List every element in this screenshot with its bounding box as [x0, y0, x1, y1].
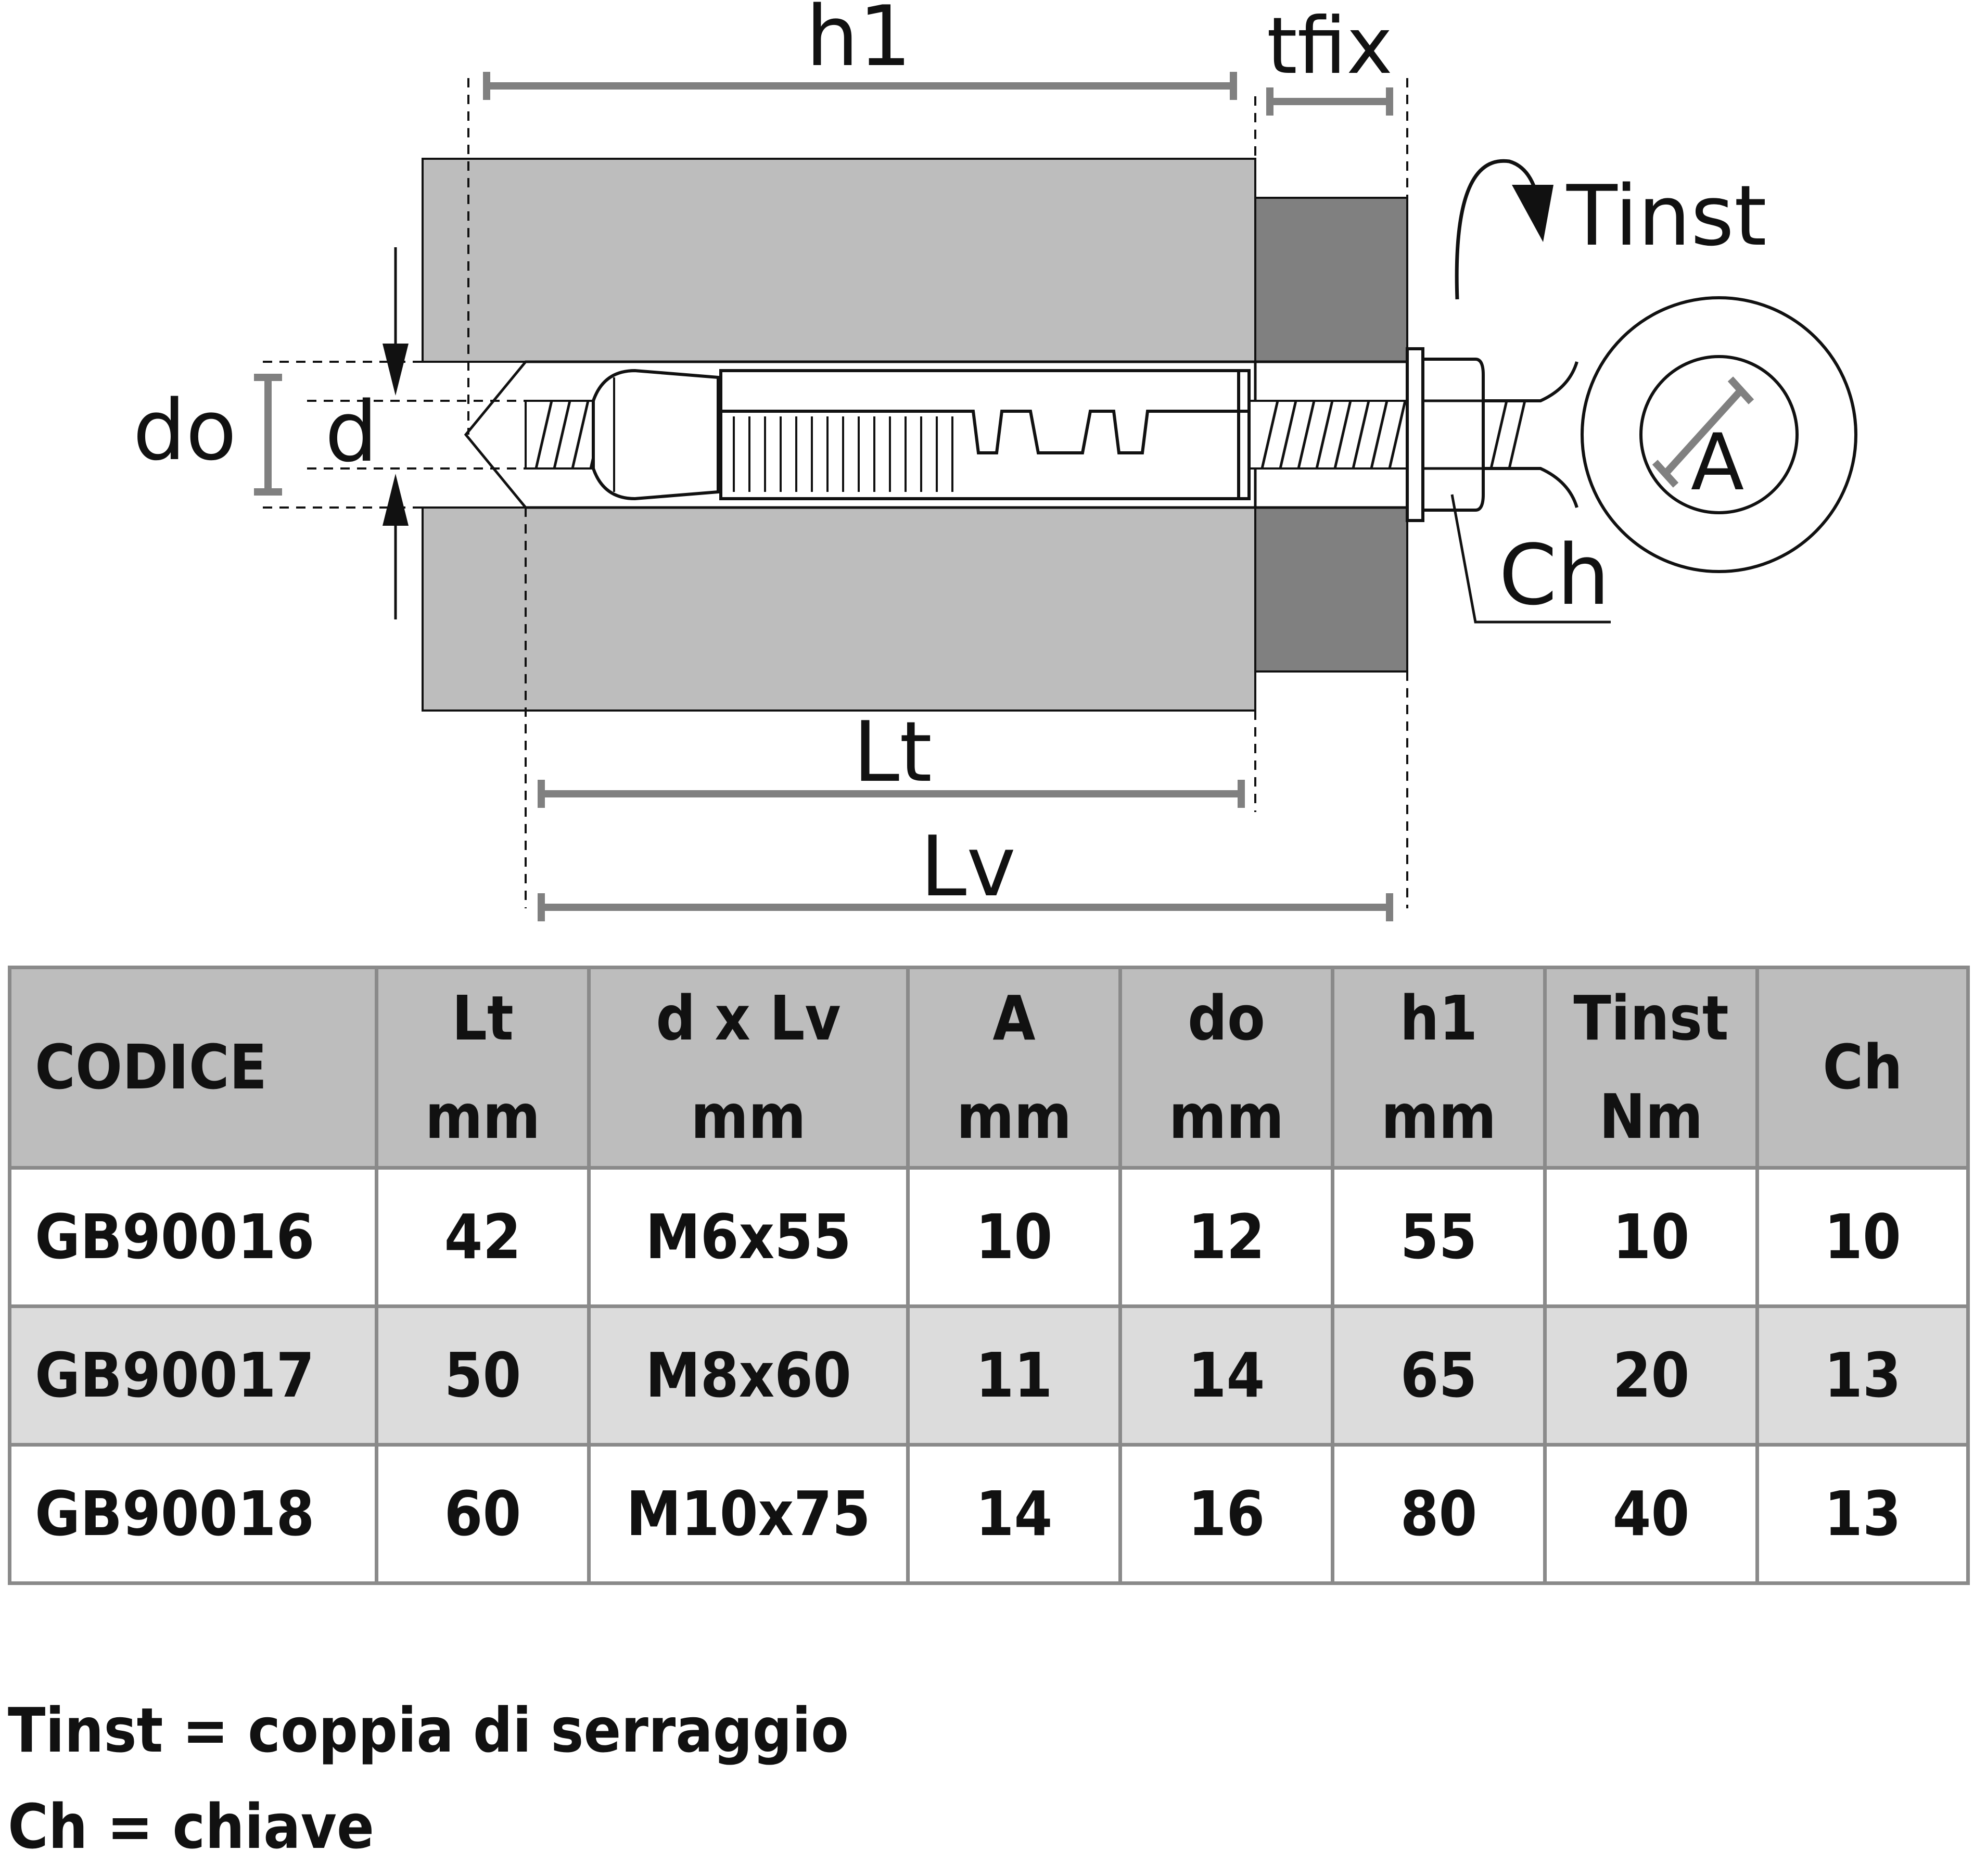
- cell-do: 14: [1118, 1304, 1334, 1447]
- cell-tinst: 20: [1543, 1304, 1759, 1447]
- cell-ch: 13: [1755, 1442, 1970, 1586]
- dimension-h1: [483, 72, 1237, 100]
- expansion-cone: [592, 369, 720, 501]
- cell-a: 10: [906, 1165, 1122, 1308]
- d-arrow-up: [383, 474, 409, 526]
- label-tinst: Tinst: [1566, 167, 1767, 264]
- table-row: GB90018 60 M10x75 14 16 80 40 13: [8, 1442, 1970, 1586]
- cell-lt: 50: [375, 1304, 591, 1447]
- label-ch: Ch: [1499, 526, 1610, 624]
- label-tfix: tfix: [1267, 1, 1393, 92]
- cell-ch: 10: [1755, 1165, 1970, 1308]
- base-material-upper: [422, 158, 1256, 363]
- cell-codice: GB90016: [8, 1165, 378, 1308]
- cell-lt: 60: [375, 1442, 591, 1586]
- cell-h1: 55: [1331, 1165, 1547, 1308]
- label-lv: Lv: [920, 818, 1016, 915]
- dimension-tfix: [1266, 87, 1393, 116]
- cell-a: 14: [906, 1442, 1122, 1586]
- legend-ch: Ch = chiave: [8, 1791, 375, 1862]
- dimension-do: [254, 374, 282, 496]
- sleeve-slots: [721, 410, 1249, 454]
- base-material-lower: [422, 506, 1256, 712]
- hex-nut: [1421, 358, 1485, 512]
- eye-neck: [1483, 361, 1578, 508]
- washer: [1406, 347, 1424, 522]
- label-lt: Lt: [853, 703, 932, 801]
- torque-arrow-curve: [1455, 159, 1537, 300]
- table-row: GB90016 42 M6x55 10 12 55 10 10: [8, 1165, 1970, 1308]
- cell-ch: 13: [1755, 1304, 1970, 1447]
- dimension-lt: [538, 780, 1245, 808]
- header-codice: CODICE: [8, 966, 378, 1170]
- expansion-sleeve: [719, 369, 1251, 500]
- cell-d-x-lv: M8x60: [587, 1304, 910, 1447]
- cell-codice: GB90018: [8, 1442, 378, 1586]
- fixture-upper: [1254, 197, 1408, 363]
- torque-arrowhead: [1512, 185, 1553, 242]
- cell-d-x-lv: M6x55: [587, 1165, 910, 1308]
- ch-leader: [1450, 494, 1611, 624]
- label-d: d: [325, 383, 378, 480]
- table-row: GB90017 50 M8x60 11 14 65 20 13: [8, 1304, 1970, 1447]
- eye-ring-inner: [1639, 355, 1799, 514]
- extension-lines: [263, 78, 1408, 908]
- cell-h1: 65: [1331, 1304, 1547, 1447]
- cell-lt: 42: [375, 1165, 591, 1308]
- sleeve-ribs: [733, 416, 953, 492]
- label-do: do: [133, 382, 236, 479]
- header-ch: Ch: [1755, 966, 1970, 1170]
- dimension-a-line: [1652, 376, 1754, 488]
- label-a: A: [1691, 417, 1744, 508]
- anchor-diagram: A Ch Tinst h1 tfix Lt: [133, 0, 1857, 921]
- cell-h1: 80: [1331, 1442, 1547, 1586]
- cell-codice: GB90017: [8, 1304, 378, 1447]
- cell-tinst: 10: [1543, 1165, 1759, 1308]
- cell-tinst: 40: [1543, 1442, 1759, 1586]
- label-h1: h1: [806, 0, 911, 85]
- cell-do: 12: [1118, 1165, 1334, 1308]
- dimension-lv: [538, 893, 1393, 921]
- cell-a: 11: [906, 1304, 1122, 1447]
- cell-do: 16: [1118, 1442, 1334, 1586]
- cell-d-x-lv: M10x75: [587, 1442, 910, 1586]
- legend-tinst: Tinst = coppia di serraggio: [8, 1694, 849, 1766]
- fixture-lower: [1254, 506, 1408, 673]
- d-arrow-down: [383, 344, 409, 396]
